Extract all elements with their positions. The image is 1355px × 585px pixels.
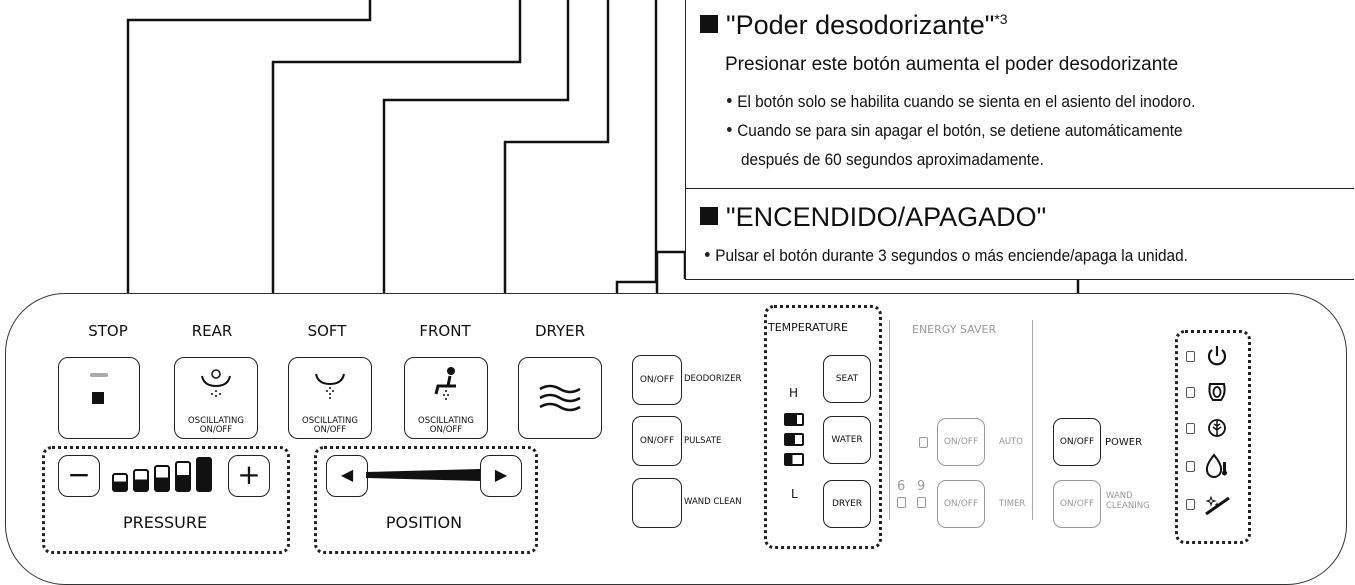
wand-clean-label: WAND CLEAN	[684, 497, 742, 507]
stop-indicator-light	[90, 373, 108, 377]
seat-temperature-button[interactable]: SEAT	[823, 355, 871, 403]
pulsate-button[interactable]: ON/OFF	[632, 416, 682, 466]
temperature-segment	[784, 413, 804, 426]
wand-cleaning-button[interactable]: ON/OFF	[1053, 480, 1101, 528]
pressure-level-indicator	[112, 457, 222, 494]
rear-oscillating-text: OSCILLATING ON/OFF	[188, 416, 244, 435]
deodorizer-callout-title: "Poder desodorizante"*3	[700, 10, 1008, 41]
power-status-light	[1186, 351, 1195, 362]
water-temperature-button[interactable]: WATER	[823, 416, 871, 464]
deodorizer-callout-subtitle: Presionar este botón aumenta el poder de…	[725, 54, 1179, 75]
divider	[1032, 320, 1033, 520]
stop-square-icon	[92, 392, 104, 404]
toilet-seat-icon	[1208, 383, 1226, 401]
timer-9-indicator-light	[917, 497, 926, 508]
soft-label: SOFT	[307, 322, 347, 340]
temperature-segment	[784, 433, 804, 446]
eco-status-light	[1186, 423, 1195, 434]
deodorizer-bullet-1: El botón solo se habilita cuando se sien…	[727, 93, 1195, 112]
stop-label: STOP	[88, 322, 128, 340]
rear-label: REAR	[191, 322, 233, 340]
front-label: FRONT	[419, 322, 471, 340]
pressure-segment	[154, 465, 170, 492]
timer-6-indicator-light	[897, 497, 906, 508]
timer-6-label: 6	[897, 479, 906, 494]
pressure-segment	[133, 469, 149, 492]
deodorizer-label: DEODORIZER	[684, 374, 742, 384]
pressure-segment	[175, 461, 191, 492]
pressure-plus-button[interactable]: +	[228, 455, 270, 497]
pressure-segment	[112, 473, 128, 492]
wand-clean-icon	[1205, 495, 1230, 516]
wand-cleaning-label: WAND CLEANING	[1106, 491, 1150, 511]
temperature-level-indicator	[784, 413, 806, 473]
dryer-label: DRYER	[534, 322, 586, 340]
position-left-button[interactable]: ◀	[326, 455, 368, 497]
timer-button[interactable]: ON/OFF	[937, 480, 985, 528]
deodorizer-bullet-2: Cuando se para sin apagar el botón, se d…	[727, 122, 1183, 141]
square-bullet-icon	[700, 207, 718, 225]
status-indicator-group	[1175, 330, 1251, 544]
square-bullet-icon	[700, 15, 718, 33]
position-right-button[interactable]: ▶	[480, 455, 522, 497]
auto-indicator-light	[919, 437, 928, 448]
water-status-light	[1186, 461, 1195, 472]
pulsate-label: PULSATE	[684, 436, 722, 446]
wand-status-light	[1186, 499, 1195, 510]
timer-9-label: 9	[917, 479, 926, 494]
power-icon	[1207, 346, 1227, 366]
rear-wash-icon	[201, 369, 231, 397]
front-wash-icon	[434, 367, 456, 400]
water-temperature-icon	[1205, 453, 1227, 478]
soft-oscillating-text: OSCILLATING ON/OFF	[302, 416, 358, 435]
auto-label: AUTO	[999, 437, 1023, 447]
temperature-high-label: H	[789, 386, 799, 400]
front-oscillating-text: OSCILLATING ON/OFF	[418, 416, 474, 435]
temperature-group	[764, 305, 882, 549]
temperature-segment	[784, 453, 804, 466]
dryer-icon	[539, 384, 581, 412]
deodorizer-button[interactable]: ON/OFF	[632, 355, 682, 405]
dryer-button[interactable]	[518, 357, 602, 439]
energy-saver-title: ENERGY SAVER	[912, 323, 997, 336]
pressure-segment	[196, 457, 212, 492]
position-label: POSITION	[385, 513, 463, 532]
pressure-label: PRESSURE	[122, 513, 208, 532]
temperature-title: TEMPERATURE	[768, 321, 848, 334]
auto-button[interactable]: ON/OFF	[937, 418, 985, 466]
position-group	[314, 446, 538, 554]
leaf-icon	[1208, 419, 1226, 437]
timer-label: TIMER	[999, 499, 1026, 509]
soft-button[interactable]: OSCILLATING ON/OFF	[288, 357, 372, 439]
soft-wash-icon	[315, 373, 345, 399]
power-label: POWER	[1105, 437, 1143, 448]
deodorizer-bullet-3: después de 60 segundos aproximadamente.	[741, 151, 1044, 169]
position-bar	[366, 469, 480, 481]
stop-button[interactable]	[58, 357, 140, 439]
temperature-low-label: L	[791, 487, 798, 501]
pressure-group	[42, 446, 290, 554]
front-button[interactable]: OSCILLATING ON/OFF	[404, 357, 488, 439]
divider	[889, 320, 890, 520]
power-button[interactable]: ON/OFF	[1053, 418, 1101, 466]
seat-status-light	[1186, 387, 1195, 398]
pressure-minus-button[interactable]: −	[58, 455, 100, 497]
power-callout-box	[685, 188, 1354, 280]
power-bullet-1: Pulsar el botón durante 3 segundos o más…	[705, 247, 1188, 266]
wand-clean-button[interactable]	[632, 478, 682, 528]
dryer-temperature-button[interactable]: DRYER	[823, 480, 871, 528]
rear-button[interactable]: OSCILLATING ON/OFF	[174, 357, 258, 439]
power-callout-title: "ENCENDIDO/APAGADO"	[700, 202, 1046, 233]
